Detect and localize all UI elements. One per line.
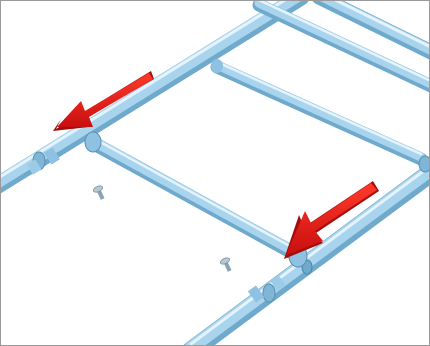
right-rail	[191, 164, 429, 345]
screw-icon	[219, 257, 234, 274]
rung-lower	[93, 138, 297, 255]
left-rail	[1, 1, 301, 187]
screw-icon	[92, 185, 107, 202]
rung-middle	[211, 59, 421, 159]
right-edge-joint	[419, 156, 429, 172]
